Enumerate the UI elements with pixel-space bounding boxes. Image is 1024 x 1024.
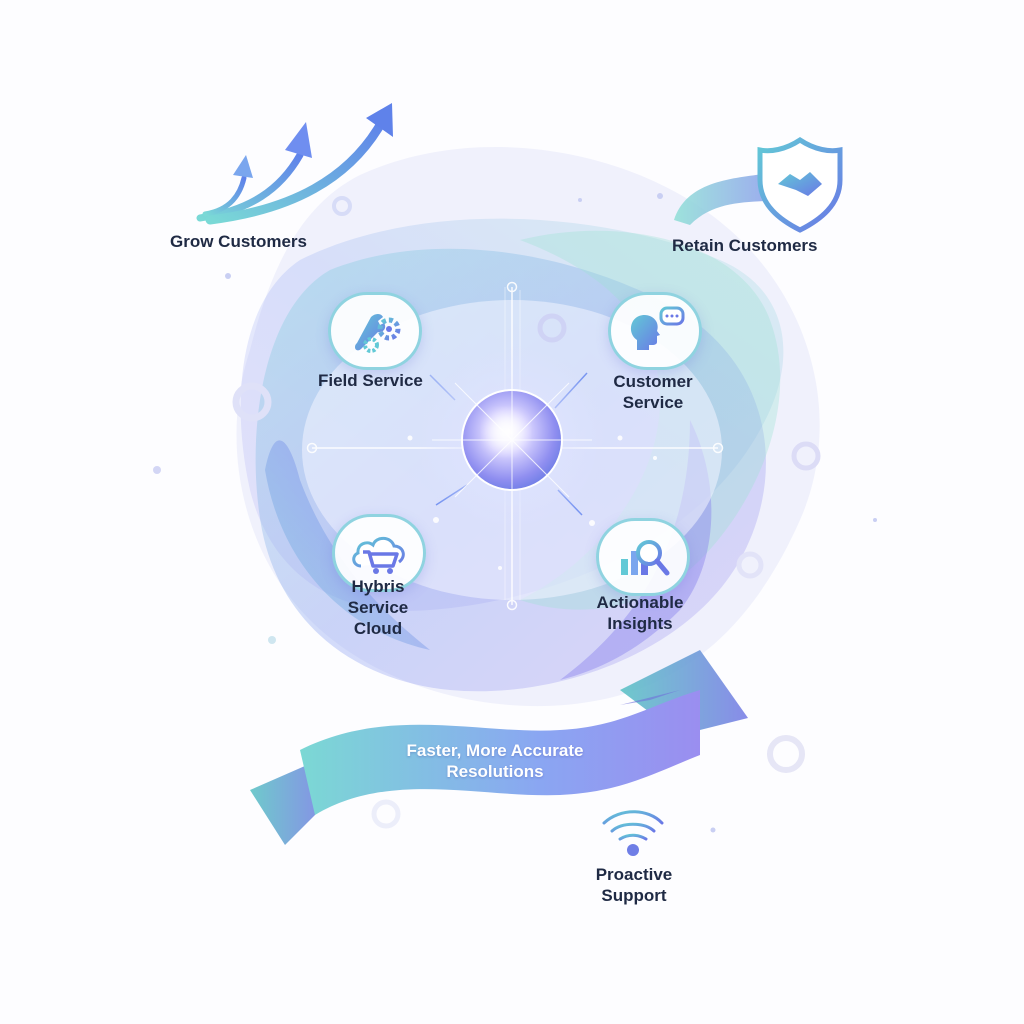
proactive-support-label: Proactive Support: [584, 864, 684, 906]
handshake-shield-icon: [674, 136, 843, 233]
growth-arrows-icon: [196, 103, 393, 225]
hybris-bubble: [332, 514, 426, 592]
banner-line-1: Faster, More Accurate: [406, 741, 584, 760]
wireless-signal-icon: [602, 810, 664, 856]
resolutions-ribbon: [250, 650, 748, 845]
insights-line-1: Actionable: [596, 593, 684, 612]
cloud-cart-icon: [352, 536, 405, 574]
grow-customers-label: Grow Customers: [170, 232, 307, 251]
decorative-rings: [153, 193, 877, 833]
proactive-line-2: Support: [601, 886, 667, 905]
field-service-label: Field Service: [318, 371, 423, 390]
customer-service-label: Customer Service: [603, 371, 703, 413]
customer-service-bubble: [608, 292, 702, 370]
proactive-line-1: Proactive: [595, 865, 673, 884]
field-service-bubble: [328, 292, 422, 370]
customer-service-line-2: Service: [622, 393, 684, 412]
resolutions-banner-text: Faster, More Accurate Resolutions: [390, 740, 600, 782]
insights-line-2: Insights: [607, 614, 673, 633]
glowing-orb-icon: [417, 345, 607, 535]
hybris-line-1: Hybris: [351, 577, 405, 596]
banner-line-2: Resolutions: [446, 762, 544, 781]
insights-bubble: [596, 518, 690, 596]
chart-magnifier-icon: [621, 540, 670, 576]
actionable-insights-label: Actionable Insights: [585, 592, 695, 634]
customer-service-line-1: Customer: [613, 372, 693, 391]
hybris-line-3: Cloud: [353, 619, 403, 638]
wrench-gears-icon: [355, 314, 401, 353]
head-chat-icon: [630, 306, 685, 350]
hybris-service-cloud-label: Hybris Service Cloud: [328, 576, 428, 639]
retain-customers-label: Retain Customers: [672, 236, 818, 255]
hybris-line-2: Service: [347, 598, 409, 617]
